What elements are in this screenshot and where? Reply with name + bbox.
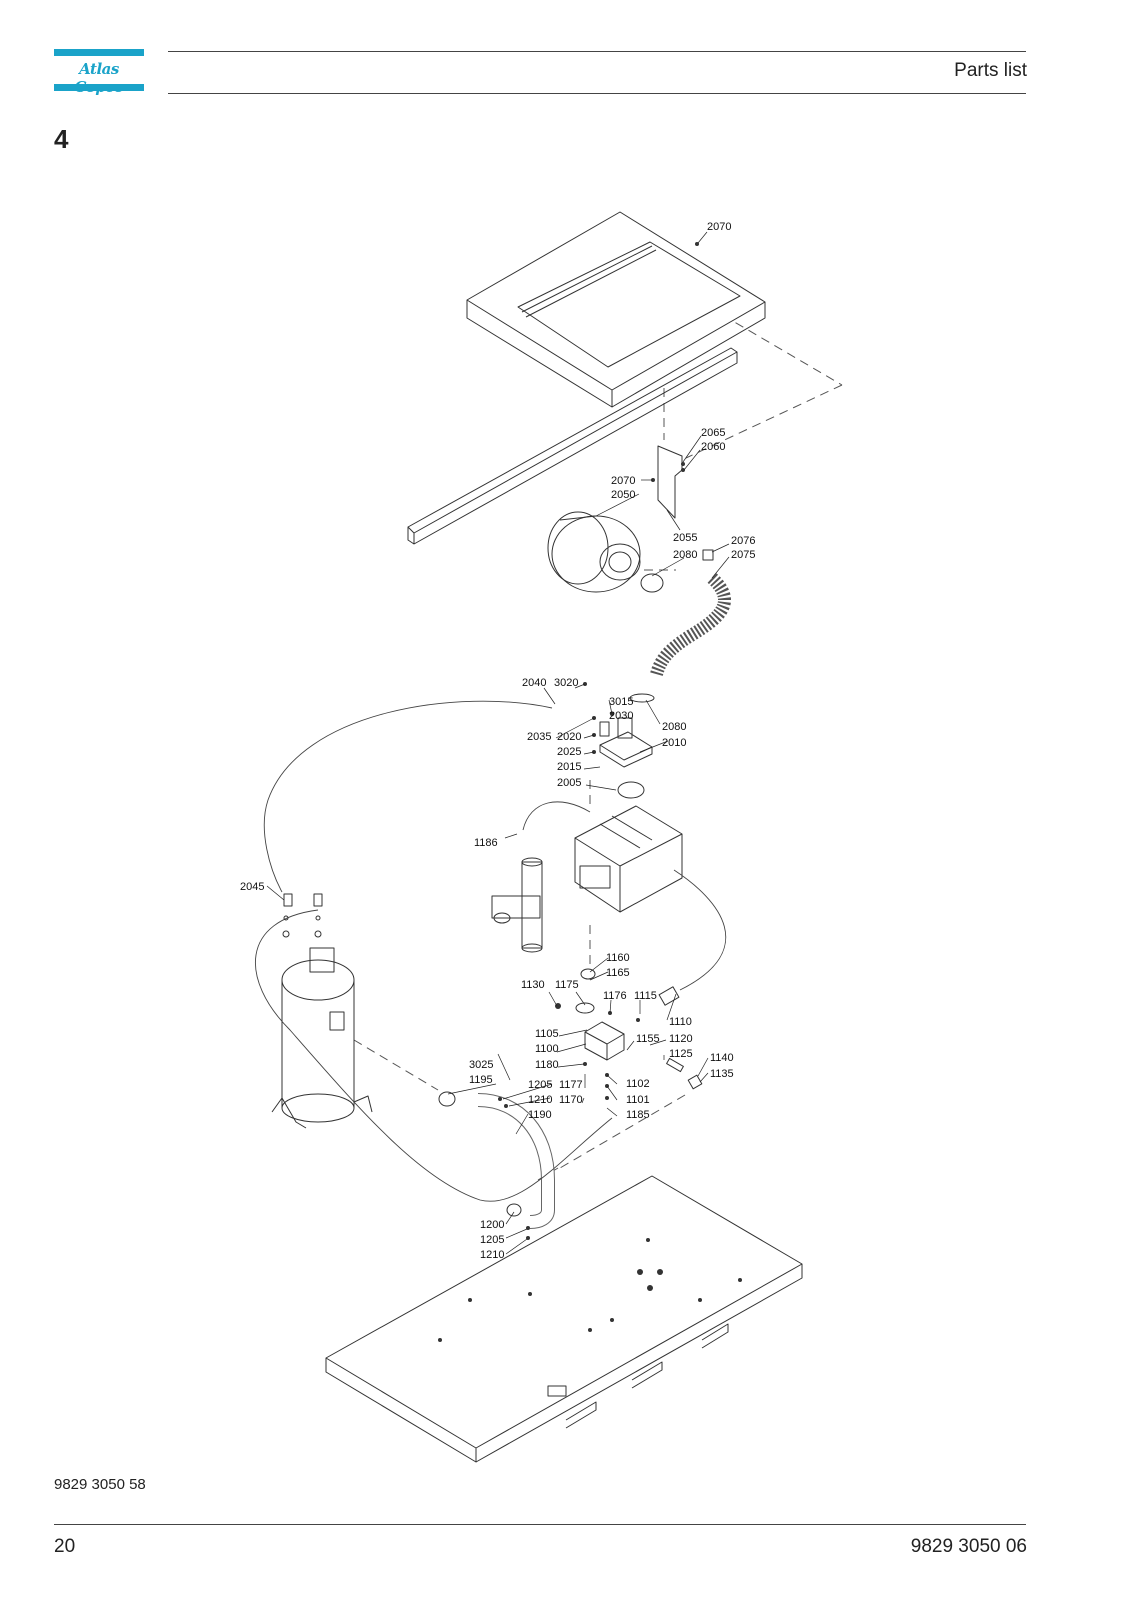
callout-label-2050: 2050 bbox=[611, 489, 635, 501]
page-number: 20 bbox=[54, 1536, 76, 1557]
callout-label-3015: 3015 bbox=[609, 696, 633, 708]
callout-label-1135: 1135 bbox=[710, 1068, 734, 1080]
callout-label-2035: 2035 bbox=[527, 731, 551, 743]
callout-label-1160: 1160 bbox=[606, 952, 630, 964]
callout-label-1210: 1210 bbox=[528, 1094, 552, 1106]
callout-label-1190: 1190 bbox=[528, 1109, 552, 1121]
footer-rule bbox=[54, 1524, 1026, 1525]
callout-label-1115: 1115 bbox=[634, 990, 657, 1002]
header-rule-top bbox=[168, 51, 1026, 52]
spring-1125 bbox=[666, 1057, 684, 1073]
callout-label-1140: 1140 bbox=[710, 1052, 734, 1064]
callout-label-2075: 2075 bbox=[731, 549, 755, 561]
oil-line-scavenge bbox=[255, 909, 613, 1202]
callout-label-2080: 2080 bbox=[673, 549, 697, 561]
callout-label-2005: 2005 bbox=[557, 777, 581, 789]
o-ring-1195 bbox=[438, 1091, 456, 1107]
document-id: 9829 3050 58 bbox=[54, 1476, 146, 1493]
o-ring-1200 bbox=[506, 1203, 522, 1217]
callout-label-3020: 3020 bbox=[554, 677, 578, 689]
callout-label-1100: 1100 bbox=[535, 1043, 559, 1055]
callout-label-2055: 2055 bbox=[673, 532, 697, 544]
fan-motor bbox=[547, 511, 641, 593]
callout-label-1180: 1180 bbox=[535, 1059, 559, 1071]
callout-label-1176: 1176 bbox=[603, 990, 627, 1002]
callout-labels: 2070 2065 2060 2070 2050 2055 2076 2080 2075 2040… bbox=[240, 221, 755, 1261]
compressor-element bbox=[574, 805, 683, 913]
callout-label-1170: 1170 bbox=[559, 1094, 583, 1106]
callout-label-1185: 1185 bbox=[626, 1109, 650, 1121]
callout-label-1200: 1200 bbox=[480, 1219, 504, 1231]
cap-2076 bbox=[702, 549, 714, 561]
separator-vessel bbox=[271, 947, 373, 1129]
callout-label-1105: 1105 bbox=[535, 1028, 559, 1040]
callout-label-1101: 1101 bbox=[626, 1094, 650, 1106]
callout-label-1205: 1205 bbox=[528, 1079, 552, 1091]
callout-label-1102: 1102 bbox=[626, 1078, 650, 1090]
callout-label-2040: 2040 bbox=[522, 677, 546, 689]
callout-label-2030: 2030 bbox=[609, 710, 633, 722]
oil-line-1186 bbox=[522, 801, 591, 831]
callout-label-2080: 2080 bbox=[662, 721, 686, 733]
atlas-copco-logo: Atlas Copco bbox=[54, 49, 144, 96]
callout-label-1155: 1155 bbox=[636, 1033, 660, 1045]
callout-label-1125: 1125 bbox=[669, 1048, 693, 1060]
oil-filter bbox=[491, 857, 543, 953]
callout-label-2076: 2076 bbox=[731, 535, 755, 547]
o-ring-2080 bbox=[629, 693, 655, 703]
document-number: 9829 3050 06 bbox=[910, 1536, 1027, 1557]
valve-block bbox=[584, 1021, 625, 1061]
top-cover-panel bbox=[466, 211, 766, 408]
gasket-2005 bbox=[617, 781, 645, 799]
callout-label-3025: 3025 bbox=[469, 1059, 493, 1071]
header-rule-bottom bbox=[168, 93, 1026, 94]
callout-label-1210: 1210 bbox=[480, 1249, 504, 1261]
callout-label-2045: 2045 bbox=[240, 881, 264, 893]
callout-label-2060: 2060 bbox=[701, 441, 725, 453]
callout-label-1110: 1110 bbox=[669, 1016, 692, 1028]
callout-label-1205: 1205 bbox=[480, 1234, 504, 1246]
callout-label-2015: 2015 bbox=[557, 761, 581, 773]
callout-label-2025: 2025 bbox=[557, 746, 581, 758]
callout-label-1120: 1120 bbox=[669, 1033, 693, 1045]
mounting-bracket bbox=[657, 445, 683, 519]
callout-label-2020: 2020 bbox=[557, 731, 581, 743]
oil-line-2040 bbox=[263, 700, 553, 893]
intake-valve-housing bbox=[599, 717, 653, 768]
callout-label-2070: 2070 bbox=[611, 475, 635, 487]
clamp-ring bbox=[640, 573, 664, 593]
callout-label-2070: 2070 bbox=[707, 221, 731, 233]
page-title: Parts list bbox=[954, 60, 1027, 81]
callout-label-1177: 1177 bbox=[559, 1079, 583, 1091]
callout-label-1186: 1186 bbox=[474, 837, 498, 849]
section-number: 4 bbox=[54, 124, 69, 154]
base-frame bbox=[325, 1175, 803, 1463]
spring-seat-1160 bbox=[580, 968, 596, 980]
o-ring-1175 bbox=[575, 1002, 595, 1014]
callout-label-1165: 1165 bbox=[606, 967, 630, 979]
callout-label-1175: 1175 bbox=[555, 979, 579, 991]
corrugated-hose bbox=[649, 573, 731, 678]
callout-label-2010: 2010 bbox=[662, 737, 686, 749]
callout-label-1195: 1195 bbox=[469, 1074, 493, 1086]
oil-line-compressor bbox=[673, 869, 727, 991]
callout-label-2065: 2065 bbox=[701, 427, 725, 439]
fitting-1115 bbox=[658, 986, 680, 1006]
plug-1140 bbox=[687, 1074, 703, 1090]
fastener-dots bbox=[438, 242, 742, 1342]
side-rail bbox=[407, 347, 738, 545]
callout-label-1130: 1130 bbox=[521, 979, 545, 991]
